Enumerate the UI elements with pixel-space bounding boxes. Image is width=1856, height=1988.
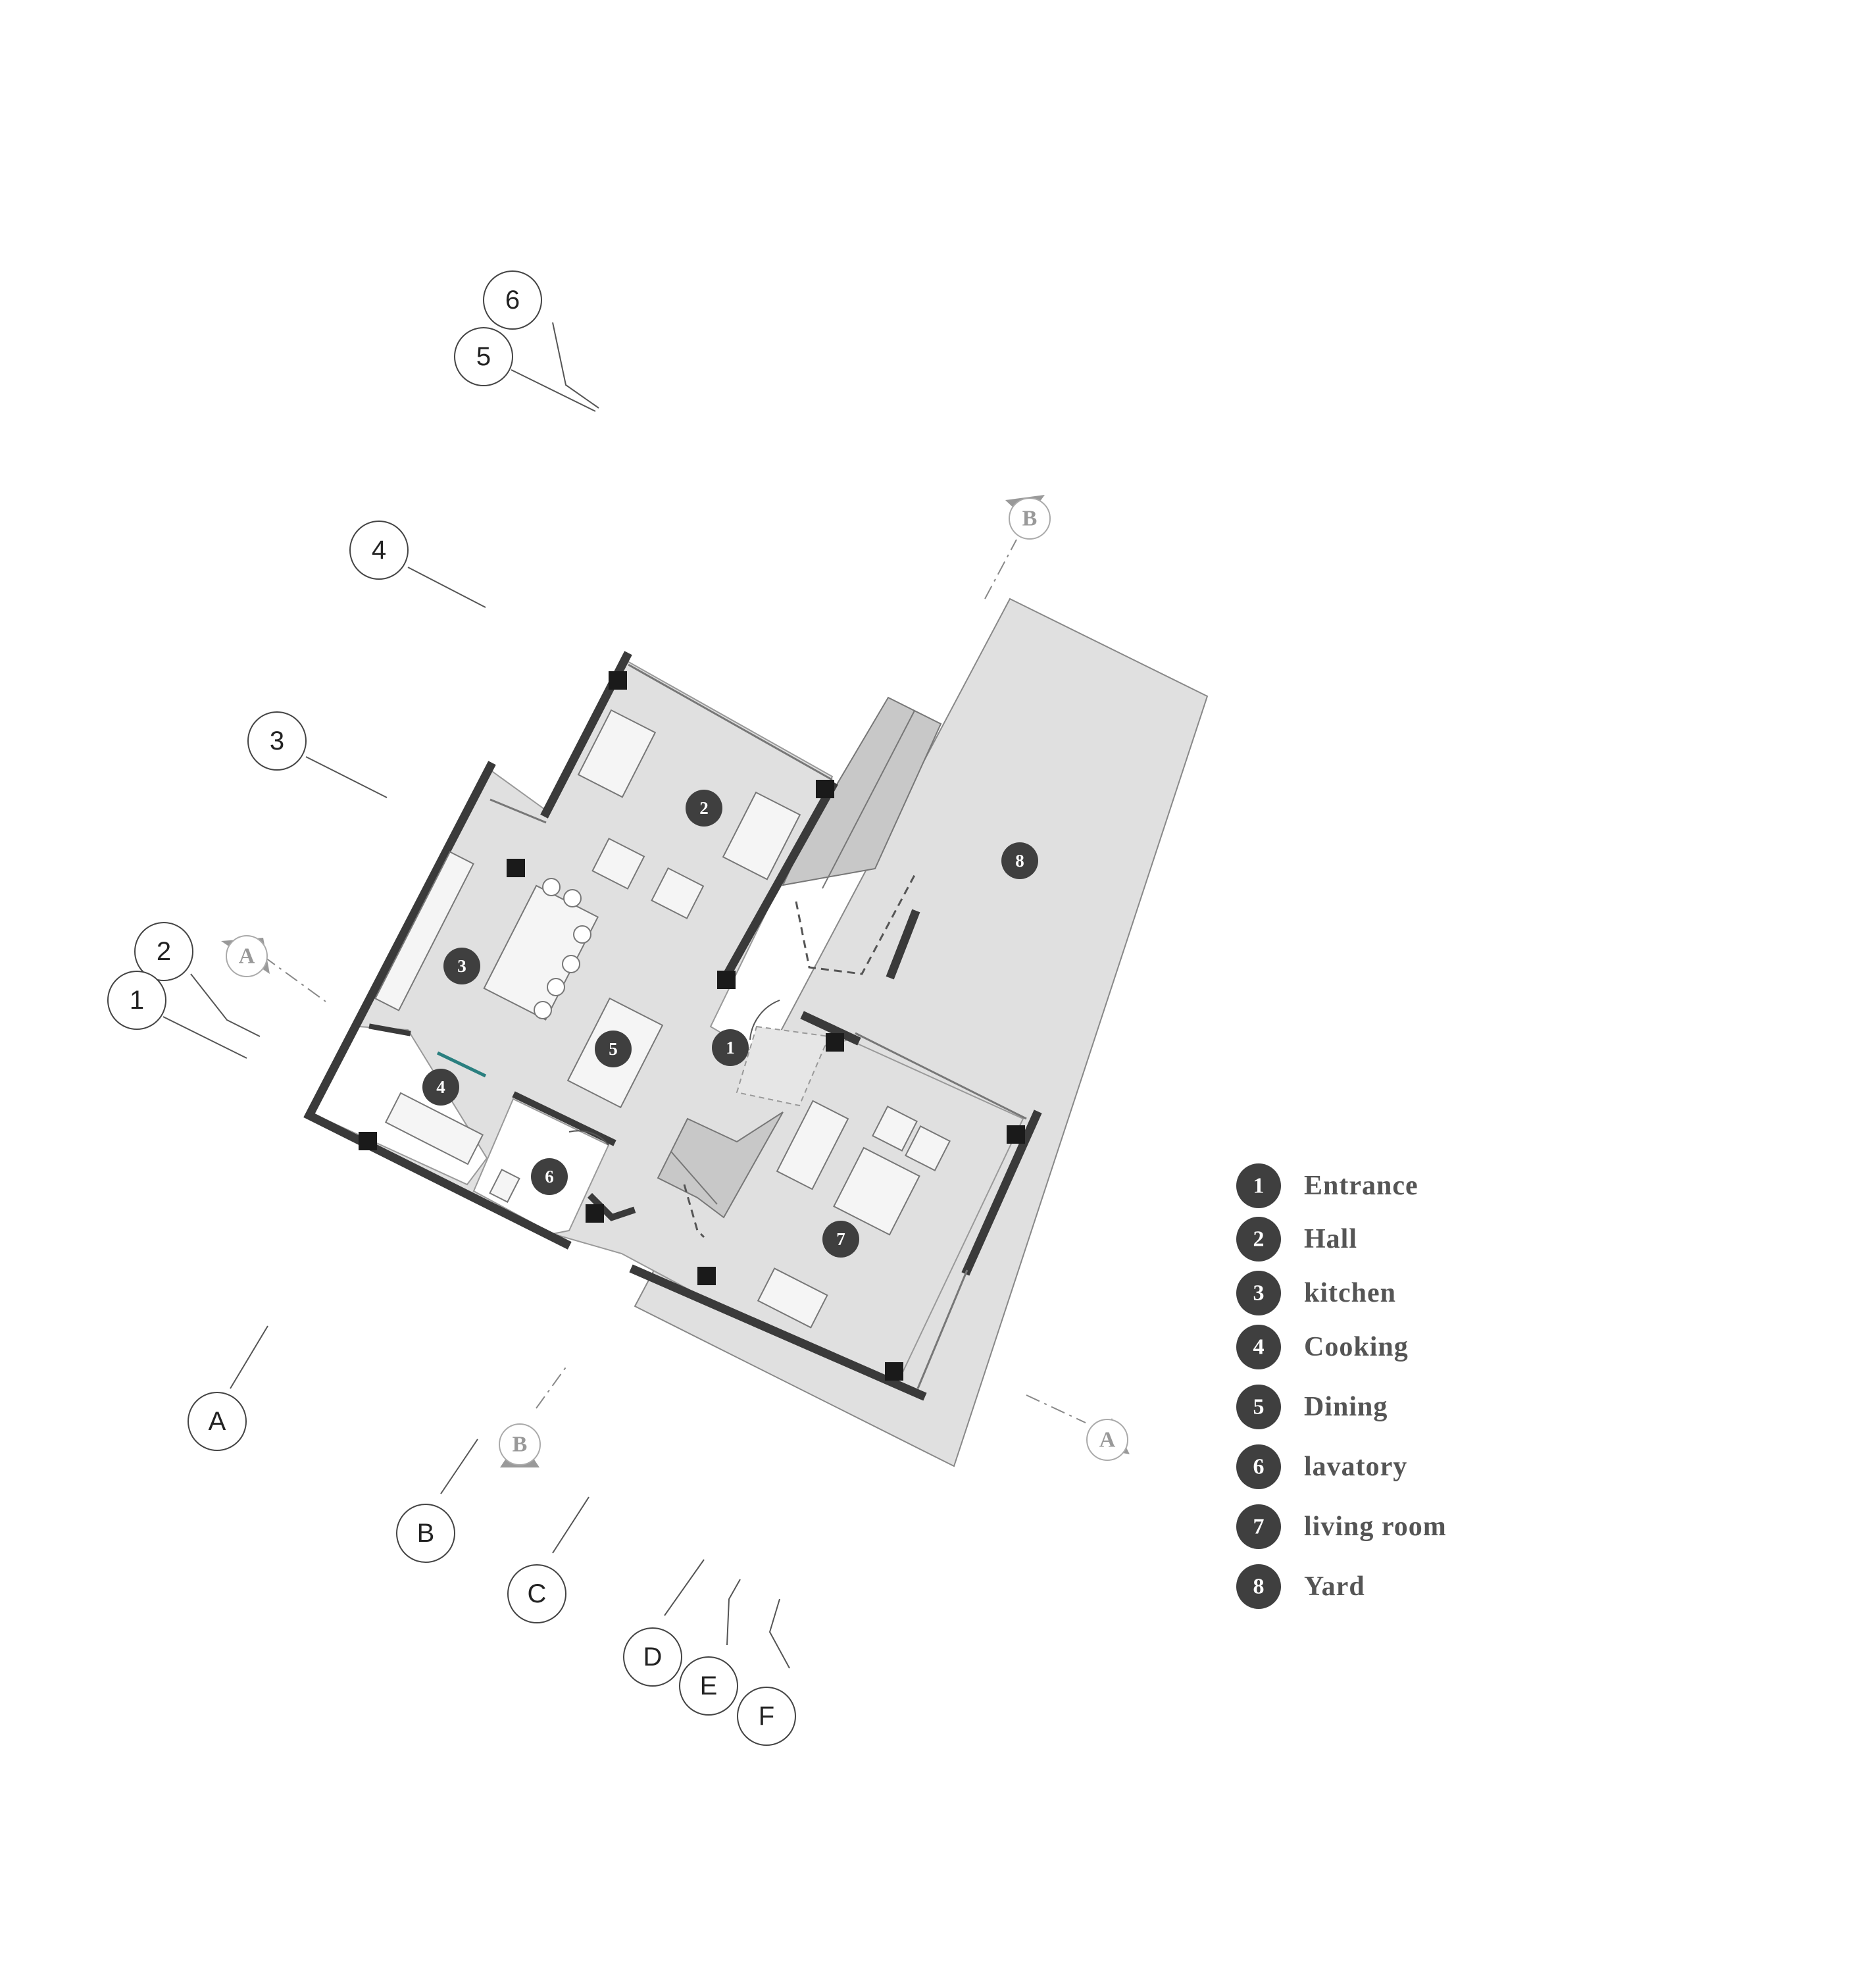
- room-tag-2: 2: [686, 790, 722, 827]
- svg-text:4: 4: [436, 1077, 445, 1097]
- svg-text:3: 3: [1253, 1281, 1265, 1306]
- svg-text:B: B: [1022, 507, 1038, 531]
- svg-text:F: F: [759, 1702, 774, 1731]
- columns: [359, 671, 1025, 1381]
- svg-text:lavatory: lavatory: [1304, 1452, 1407, 1482]
- grid-bubble-E: E: [679, 1656, 738, 1716]
- svg-text:Cooking: Cooking: [1304, 1332, 1409, 1362]
- svg-text:Dining: Dining: [1304, 1392, 1388, 1422]
- living-chair: [905, 1125, 951, 1171]
- kitchen-stools: [534, 878, 591, 1019]
- grid-bubble-1: 1: [107, 971, 166, 1030]
- stair-lower: [657, 1025, 830, 1238]
- svg-text:8: 8: [1253, 1575, 1265, 1599]
- legend-item-cooking: 4 Cooking: [1236, 1325, 1409, 1369]
- svg-text:A: A: [209, 1407, 226, 1436]
- svg-text:2: 2: [157, 937, 171, 966]
- svg-text:1: 1: [726, 1038, 735, 1058]
- toilet: [489, 1169, 520, 1203]
- svg-text:kitchen: kitchen: [1304, 1278, 1396, 1308]
- teal-fixture: [436, 1051, 487, 1078]
- living-sofa-left: [776, 1100, 849, 1190]
- svg-text:A: A: [239, 944, 255, 969]
- grid-bubble-4: 4: [349, 521, 409, 580]
- room-tag-1: 1: [712, 1029, 749, 1066]
- svg-text:1: 1: [130, 986, 144, 1015]
- grid-bubble-2: 2: [134, 922, 193, 981]
- living-sofa-main: [833, 1146, 920, 1236]
- svg-text:3: 3: [457, 956, 466, 976]
- grid-bubble-D: D: [623, 1627, 682, 1687]
- svg-text:4: 4: [1253, 1335, 1265, 1360]
- svg-text:6: 6: [545, 1167, 554, 1186]
- section-mark-A-right: A: [1026, 1394, 1130, 1461]
- svg-text:7: 7: [836, 1229, 845, 1249]
- svg-text:3: 3: [270, 726, 284, 755]
- svg-text:4: 4: [372, 536, 386, 565]
- grid-bubble-A: A: [188, 1392, 247, 1451]
- svg-text:living room: living room: [1304, 1512, 1447, 1542]
- room-legend: 1 Entrance 2 Hall 3 kitchen 4 Cooking 5 Dinin…: [1236, 1163, 1447, 1609]
- svg-text:2: 2: [699, 798, 709, 818]
- grid-bubbles: 6 5 4 3 2 1 A B C D E F: [107, 270, 796, 1746]
- stair-upper: [782, 696, 942, 975]
- legend-item-yard: 8 Yard: [1236, 1564, 1365, 1609]
- windows: [489, 663, 1027, 1389]
- grid-bubble-3: 3: [247, 711, 307, 771]
- legend-item-kitchen: 3 kitchen: [1236, 1271, 1396, 1315]
- svg-text:Entrance: Entrance: [1304, 1171, 1418, 1201]
- living-chair: [872, 1106, 918, 1152]
- svg-text:D: D: [643, 1643, 663, 1671]
- svg-text:6: 6: [1253, 1455, 1265, 1479]
- grid-bubble-5: 5: [454, 327, 513, 386]
- svg-text:5: 5: [609, 1039, 618, 1059]
- grid-leaders: [163, 322, 790, 1669]
- legend-item-entrance: 1 Entrance: [1236, 1163, 1418, 1208]
- svg-text:6: 6: [505, 286, 520, 315]
- svg-text:5: 5: [1253, 1395, 1265, 1419]
- svg-text:1: 1: [1253, 1174, 1265, 1198]
- hall-chair: [591, 837, 645, 890]
- section-marks: B A B A: [221, 495, 1130, 1467]
- legend-item-hall: 2 Hall: [1236, 1217, 1357, 1262]
- section-mark-B-bottom: B: [499, 1365, 568, 1467]
- room-tags: 1 2 3 4 5 6 7 8: [422, 790, 1038, 1258]
- hall-chair: [651, 867, 705, 919]
- grid-bubble-C: C: [507, 1564, 566, 1623]
- room-tag-7: 7: [822, 1221, 859, 1258]
- svg-text:2: 2: [1253, 1227, 1265, 1252]
- section-mark-A-left: A: [221, 935, 326, 1002]
- svg-text:A: A: [1099, 1428, 1116, 1452]
- svg-text:Hall: Hall: [1304, 1224, 1357, 1254]
- section-mark-B-top: B: [984, 495, 1051, 599]
- legend-item-lavatory: 6 lavatory: [1236, 1444, 1407, 1489]
- legend-item-dining: 5 Dining: [1236, 1385, 1388, 1429]
- svg-text:E: E: [700, 1671, 718, 1700]
- grid-bubble-F: F: [737, 1687, 796, 1746]
- svg-text:5: 5: [476, 342, 491, 371]
- hall-sofa-left: [577, 709, 657, 798]
- svg-text:Yard: Yard: [1304, 1571, 1365, 1602]
- svg-text:C: C: [528, 1579, 547, 1608]
- legend-item-living-room: 7 living room: [1236, 1504, 1447, 1549]
- grid-bubble-6: 6: [483, 270, 542, 330]
- laundry-counter: [384, 1092, 484, 1165]
- svg-text:8: 8: [1015, 851, 1024, 871]
- kitchen-counter: [374, 851, 474, 1011]
- room-tag-5: 5: [595, 1031, 632, 1067]
- svg-text:B: B: [417, 1519, 435, 1548]
- svg-text:7: 7: [1253, 1515, 1265, 1539]
- room-tag-6: 6: [531, 1158, 568, 1195]
- room-tag-8: 8: [1001, 842, 1038, 879]
- hall-sofa-right: [722, 791, 801, 880]
- doors: [568, 1000, 780, 1146]
- room-tag-3: 3: [443, 948, 480, 984]
- svg-text:B: B: [513, 1433, 528, 1457]
- room-tag-4: 4: [422, 1069, 459, 1106]
- tv-console: [757, 1267, 828, 1329]
- grid-bubble-B: B: [396, 1504, 455, 1563]
